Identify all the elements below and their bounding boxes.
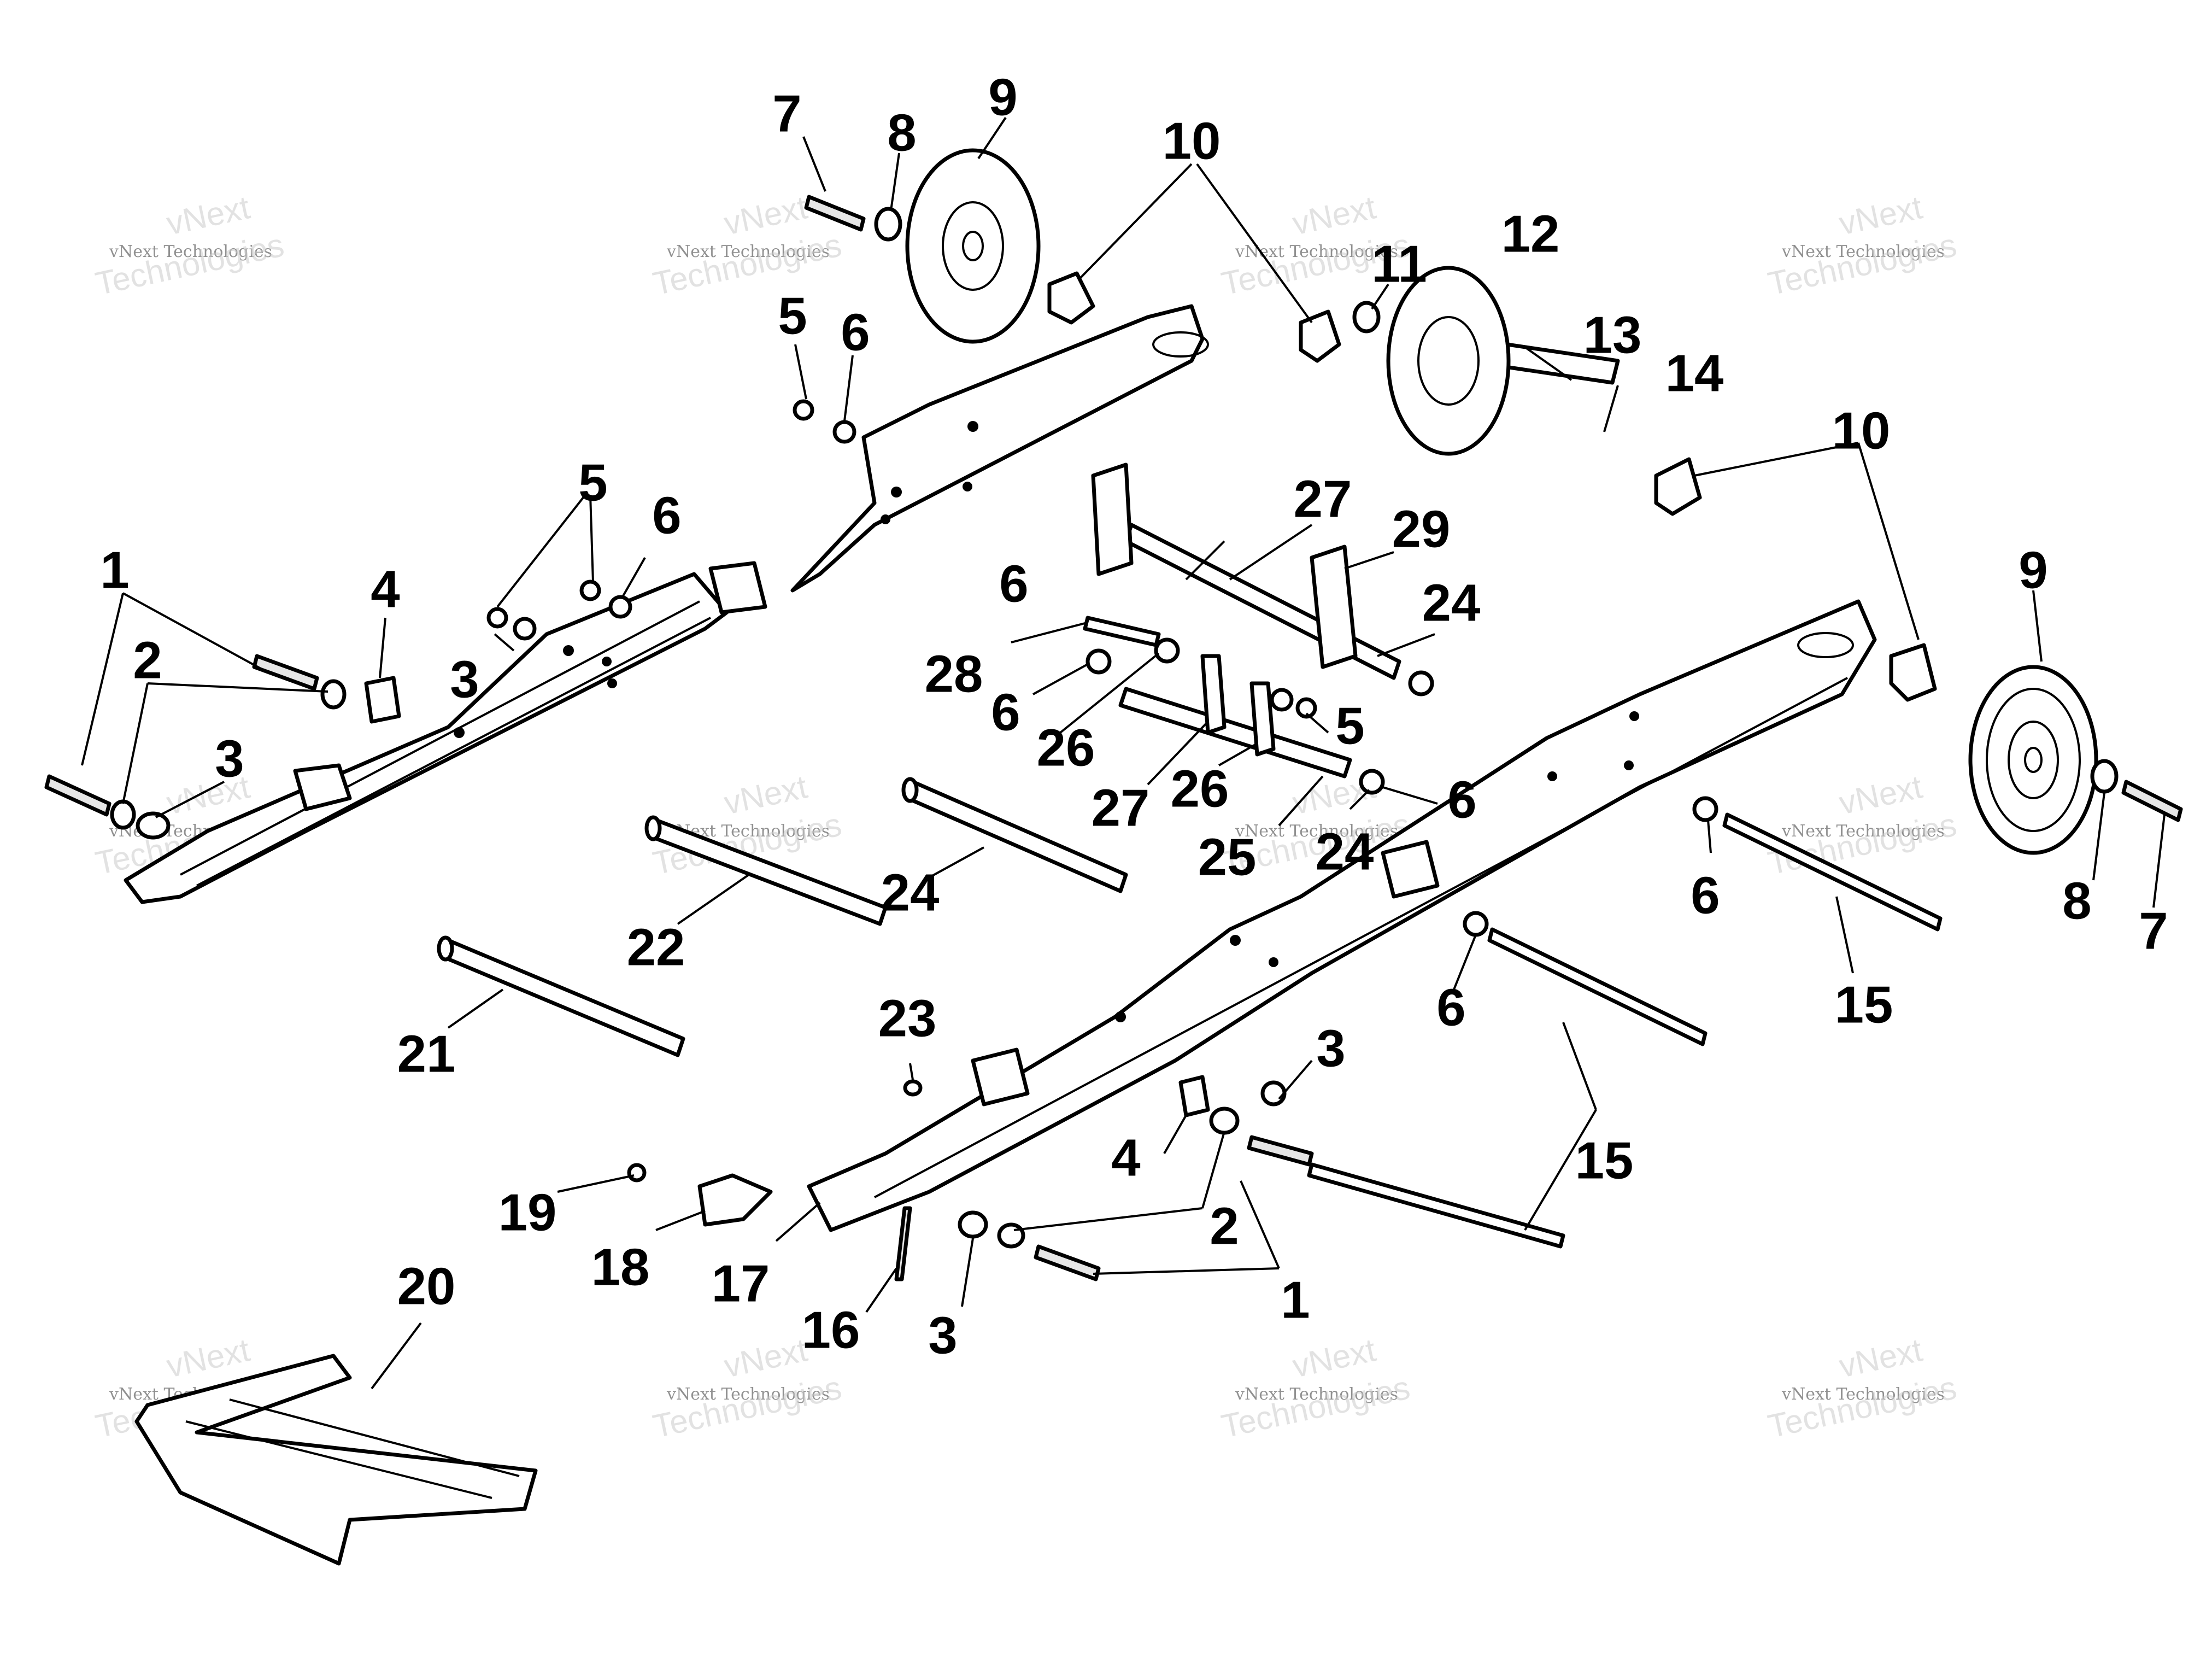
callout-6: 6 xyxy=(652,486,681,545)
svg-text:vNext: vNext xyxy=(1836,1331,1926,1384)
svg-text:vNext Technologies: vNext Technologies xyxy=(1235,242,1398,261)
callout-13: 13 xyxy=(1583,306,1642,364)
callout-29: 29 xyxy=(1392,500,1451,558)
svg-text:vNext: vNext xyxy=(1836,768,1926,821)
svg-text:vNext: vNext xyxy=(721,189,811,242)
callout-10: 10 xyxy=(1163,112,1221,170)
svg-text:vNext Technologies: vNext Technologies xyxy=(1235,822,1398,841)
callout-5: 5 xyxy=(1335,696,1364,755)
callout-9: 9 xyxy=(988,68,1017,126)
callout-26: 26 xyxy=(1171,759,1229,818)
callout-3: 3 xyxy=(215,729,244,788)
callout-21: 21 xyxy=(397,1025,456,1083)
callout-3: 3 xyxy=(1316,1019,1345,1078)
callout-6: 6 xyxy=(999,554,1028,613)
svg-text:vNext Technologies: vNext Technologies xyxy=(1781,242,1945,261)
callout-12: 12 xyxy=(1501,204,1560,263)
right-slide-rail xyxy=(807,599,1877,1232)
track-segment xyxy=(134,1354,538,1566)
callout-24: 24 xyxy=(1422,573,1481,632)
callout-15: 15 xyxy=(1575,1131,1634,1190)
callout-1: 1 xyxy=(100,541,129,599)
callout-17: 17 xyxy=(712,1254,770,1313)
leader-lines xyxy=(81,116,2166,1390)
callout-8: 8 xyxy=(2062,871,2091,930)
callout-28: 28 xyxy=(925,645,983,703)
upper-frame-rail xyxy=(790,304,1209,593)
svg-text:vNext Technologies: vNext Technologies xyxy=(666,242,830,261)
callout-27: 27 xyxy=(1294,470,1352,528)
callout-6: 6 xyxy=(1691,866,1720,924)
callout-5: 5 xyxy=(578,453,607,512)
svg-text:vNext: vNext xyxy=(163,189,253,242)
callout-1: 1 xyxy=(1281,1271,1310,1329)
callout-10: 10 xyxy=(1832,401,1891,460)
callout-27: 27 xyxy=(1092,778,1150,837)
idler-wheel-upper-left xyxy=(905,148,1041,344)
callout-7: 7 xyxy=(2139,902,2168,960)
callout-11: 11 xyxy=(1371,235,1427,293)
svg-text:vNext: vNext xyxy=(1289,189,1379,242)
hardware xyxy=(44,195,2183,1281)
left-slide-rail xyxy=(124,561,767,904)
svg-text:vNext: vNext xyxy=(1289,1331,1379,1384)
cross-tubes xyxy=(437,337,1620,1057)
callout-7: 7 xyxy=(772,84,801,143)
svg-text:vNext Technologies: vNext Technologies xyxy=(1235,1385,1398,1404)
callout-14: 14 xyxy=(1665,344,1724,402)
svg-text:vNext: vNext xyxy=(721,1331,811,1384)
callout-16: 16 xyxy=(802,1301,860,1359)
callout-20: 20 xyxy=(397,1257,456,1315)
idler-wheel-upper-right xyxy=(1386,266,1511,456)
svg-text:vNext: vNext xyxy=(1836,189,1926,242)
callout-23: 23 xyxy=(878,989,937,1047)
callout-3: 3 xyxy=(928,1306,957,1365)
callout-3: 3 xyxy=(450,650,479,709)
callout-24: 24 xyxy=(881,863,940,922)
idler-wheel-lower-right xyxy=(1968,665,2098,855)
callout-25: 25 xyxy=(1198,828,1257,886)
callout-18: 18 xyxy=(591,1238,650,1296)
callout-2: 2 xyxy=(1210,1197,1239,1255)
svg-text:vNext: vNext xyxy=(163,1331,253,1384)
callout-6: 6 xyxy=(841,303,870,361)
callout-6: 6 xyxy=(1436,978,1465,1037)
svg-text:vNext Technologies: vNext Technologies xyxy=(109,242,272,261)
callout-22: 22 xyxy=(627,918,685,976)
svg-text:vNext Technologies: vNext Technologies xyxy=(1781,1385,1945,1404)
callout-6: 6 xyxy=(991,683,1020,741)
callout-5: 5 xyxy=(778,286,807,345)
callout-9: 9 xyxy=(2019,541,2047,599)
callout-6: 6 xyxy=(1447,770,1476,829)
callout-8: 8 xyxy=(887,103,916,162)
callout-26: 26 xyxy=(1037,718,1095,777)
callout-2: 2 xyxy=(133,631,162,689)
svg-text:vNext Technologies: vNext Technologies xyxy=(1781,822,1945,841)
callout-4: 4 xyxy=(371,560,400,618)
callout-15: 15 xyxy=(1835,975,1893,1034)
callout-24: 24 xyxy=(1316,822,1374,881)
svg-text:vNext: vNext xyxy=(721,768,811,821)
svg-text:vNext Technologies: vNext Technologies xyxy=(666,1385,830,1404)
callout-19: 19 xyxy=(498,1183,557,1242)
callout-4: 4 xyxy=(1111,1128,1140,1187)
